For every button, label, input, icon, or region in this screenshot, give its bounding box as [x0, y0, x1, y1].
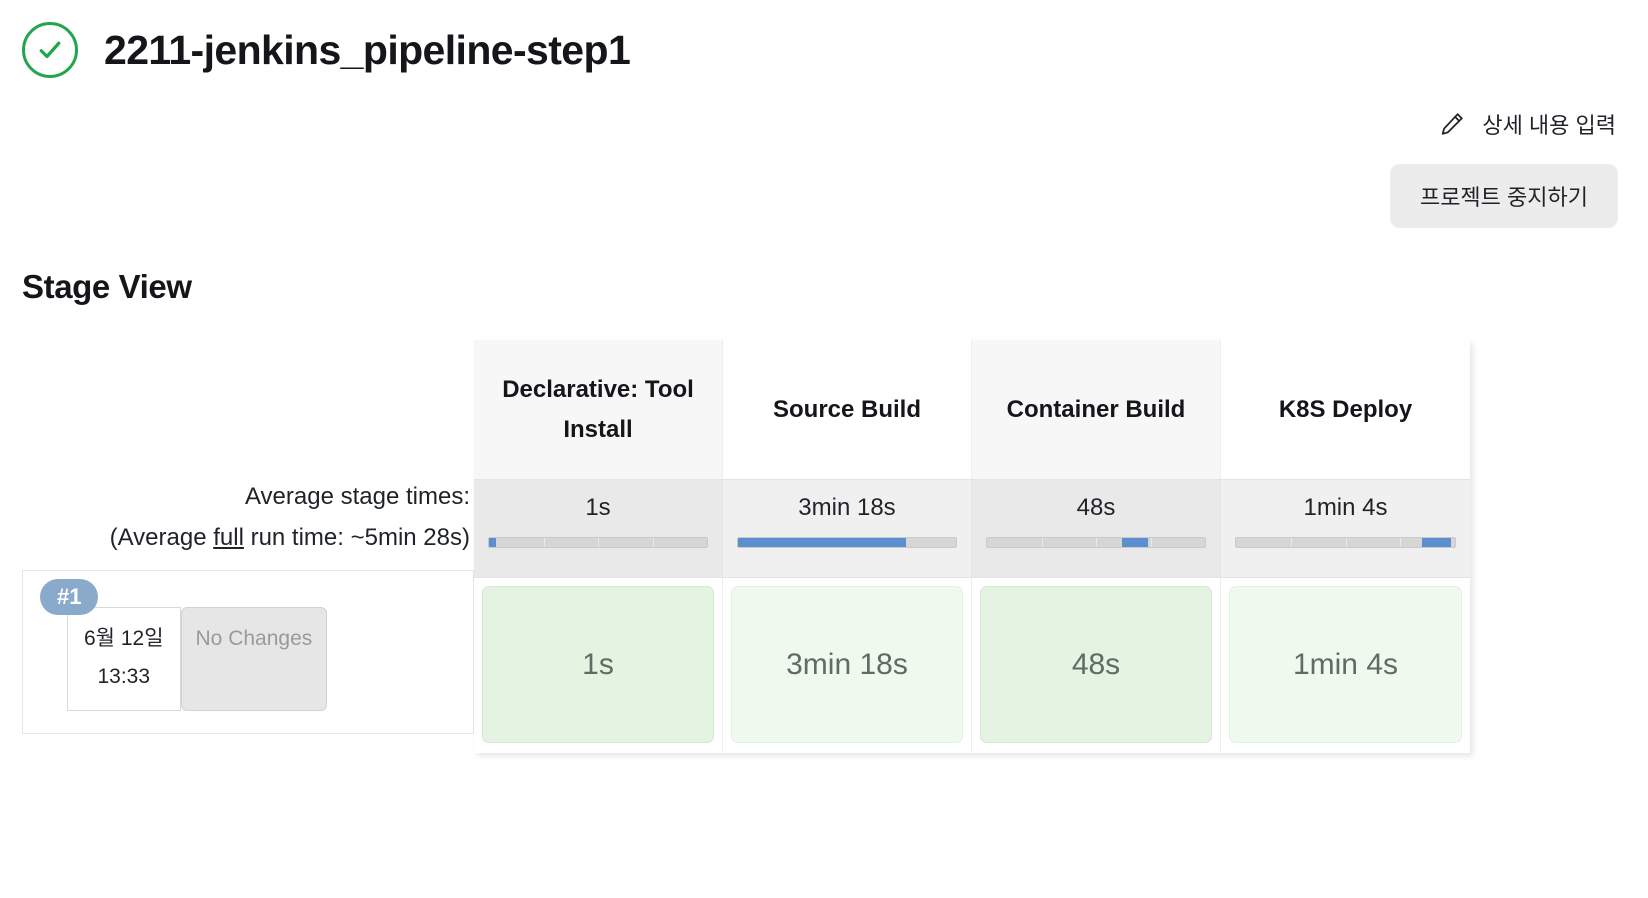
- result-cell-source-build: 3min 18s: [723, 577, 972, 753]
- stage-duration-bar: [488, 537, 708, 549]
- result-cell-container-build: 48s: [972, 577, 1221, 753]
- average-run-prefix: (Average: [109, 524, 214, 551]
- average-cell-k8s-deploy: 1min 4s: [1221, 479, 1470, 577]
- stage-header-row: Declarative: Tool Install Source Build C…: [474, 340, 1470, 479]
- run-results-row: 1s 3min 18s 48s 1min 4s: [474, 577, 1470, 753]
- stage-result-box[interactable]: 3min 18s: [731, 586, 963, 743]
- table-row: #1 6월 12일 13:33 No Changes: [23, 571, 473, 733]
- average-time-value: 1min 4s: [1303, 494, 1388, 521]
- stage-header-container-build: Container Build: [972, 340, 1221, 479]
- stage-view-left-column: Average stage times: (Average full run t…: [22, 340, 474, 558]
- pencil-icon: [1438, 110, 1466, 138]
- stage-duration-bar: [737, 537, 957, 549]
- build-status-icon: [22, 22, 78, 78]
- average-time-value: 3min 18s: [798, 494, 896, 521]
- stage-duration-bar-fill: [1422, 538, 1451, 548]
- stage-duration-bar: [1235, 537, 1456, 549]
- edit-description-button[interactable]: 상세 내용 입력: [1436, 104, 1618, 144]
- stop-project-button[interactable]: 프로젝트 중지하기: [1389, 164, 1618, 228]
- run-number-badge[interactable]: #1: [40, 579, 99, 615]
- stage-view-heading: Stage View: [22, 268, 192, 305]
- average-run-suffix: run time: ~5min 28s): [243, 524, 470, 551]
- run-date-label: 6월 12일: [84, 627, 164, 650]
- page-header: 2211-jenkins_pipeline-step1: [0, 0, 1648, 78]
- average-times-row: 1s 3min 18s 48s: [474, 479, 1470, 577]
- run-time-label: 13:33: [97, 665, 151, 688]
- average-run-underlined: full: [213, 524, 244, 551]
- average-cell-declarative-tool-install: 1s: [474, 479, 723, 577]
- stage-result-box[interactable]: 48s: [980, 586, 1212, 743]
- stage-result-box[interactable]: 1min 4s: [1229, 586, 1462, 743]
- average-stage-times-label: Average stage times: (Average full run t…: [22, 340, 474, 558]
- result-cell-declarative-tool-install: 1s: [474, 577, 723, 753]
- average-time-value: 1s: [585, 494, 611, 521]
- edit-description-label: 상세 내용 입력: [1482, 113, 1616, 138]
- stage-header-source-build: Source Build: [723, 340, 972, 479]
- result-cell-k8s-deploy: 1min 4s: [1221, 577, 1470, 753]
- run-meta: 6월 12일 13:33 No Changes: [67, 607, 328, 711]
- stage-duration-bar-fill: [1122, 538, 1149, 548]
- average-full-run-time-line: (Average full run time: ~5min 28s): [22, 517, 470, 558]
- stage-header-declarative-tool-install: Declarative: Tool Install: [474, 340, 723, 479]
- stage-duration-bar-fill: [738, 538, 906, 548]
- page-title: 2211-jenkins_pipeline-step1: [104, 26, 631, 73]
- run-timestamp[interactable]: 6월 12일 13:33: [67, 607, 181, 711]
- header-actions: 상세 내용 입력 프로젝트 중지하기: [0, 104, 1648, 228]
- average-cell-container-build: 48s: [972, 479, 1221, 577]
- stage-result-box[interactable]: 1s: [482, 586, 714, 743]
- average-stage-times-line1: Average stage times:: [244, 483, 470, 510]
- stage-header-k8s-deploy: K8S Deploy: [1221, 340, 1470, 479]
- run-changes-label[interactable]: No Changes: [180, 607, 328, 711]
- average-cell-source-build: 3min 18s: [723, 479, 972, 577]
- stage-duration-bar: [986, 537, 1206, 549]
- stage-view-table: Average stage times: (Average full run t…: [0, 340, 1648, 760]
- stage-duration-bar-fill: [489, 538, 496, 548]
- run-rows: #1 6월 12일 13:33 No Changes: [22, 570, 474, 734]
- stage-grid: Declarative: Tool Install Source Build C…: [474, 340, 1470, 753]
- average-time-value: 48s: [1076, 494, 1116, 521]
